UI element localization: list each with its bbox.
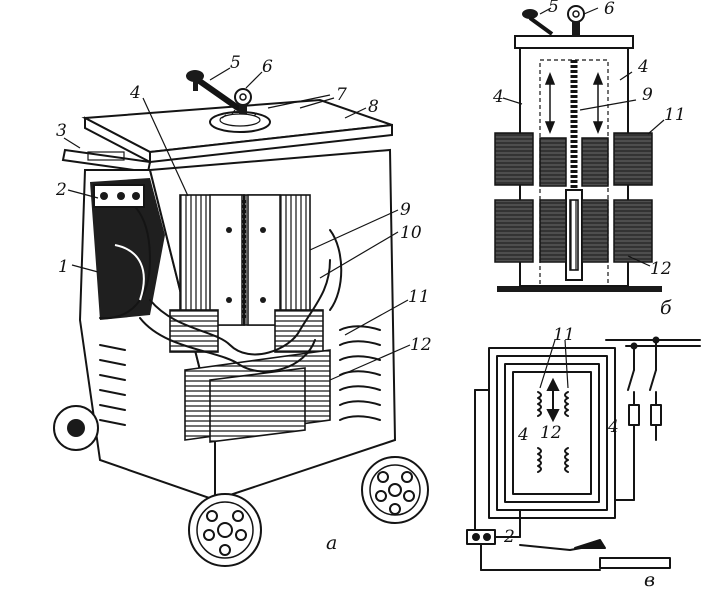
label-a-9: 9 (400, 200, 411, 220)
supply-circuit (605, 336, 701, 501)
regulator-dial (209, 111, 271, 133)
label-b-6: 6 (604, 0, 615, 19)
label-a-6: 6 (262, 57, 273, 77)
top-plate (514, 35, 634, 49)
front-louvers (99, 344, 126, 426)
upper-coil-right (613, 132, 653, 186)
label-a-2: 2 (55, 180, 67, 200)
coil-symbols (537, 391, 569, 473)
label-a-12: 12 (410, 335, 432, 355)
wheel-front-right (188, 493, 262, 567)
panel-b-section: 4 4 5 6 9 11 12 б (492, 0, 686, 319)
base-plate (497, 286, 662, 292)
label-c-12: 12 (540, 423, 562, 443)
output-circuit (466, 389, 671, 571)
lid-side-edge (149, 123, 393, 164)
label-c-2: 2 (503, 527, 515, 547)
lower-coil-right (613, 199, 653, 263)
label-b-12: 12 (650, 259, 672, 279)
label-a-5: 5 (230, 53, 241, 73)
label-c-11: 11 (553, 325, 575, 345)
regulator-assembly (186, 70, 331, 133)
label-a-8: 8 (368, 97, 379, 117)
label-a-11: 11 (408, 287, 430, 307)
label-a-4: 4 (129, 83, 141, 103)
label-b-11: 11 (664, 105, 686, 125)
right-louvers (339, 325, 381, 421)
caption-c: в (644, 569, 655, 591)
leader-lines-a (63, 67, 411, 381)
motion-arrows (544, 71, 604, 135)
label-a-1: 1 (58, 257, 69, 277)
lower-coil-left (494, 199, 534, 263)
label-b-5: 5 (548, 0, 559, 17)
caption-b: б (660, 297, 672, 319)
cables (139, 229, 343, 373)
label-b-4-left: 4 (492, 87, 504, 107)
magnetic-core (179, 194, 311, 326)
crank-knob (186, 70, 204, 82)
panel-c-schematic: 11 4 12 4 2 в (466, 325, 701, 591)
wheel-rear-right (361, 456, 429, 524)
label-b-9: 9 (642, 85, 653, 105)
lower-coils (184, 349, 331, 443)
label-a-10: 10 (400, 223, 422, 243)
label-a-3: 3 (56, 121, 67, 141)
crank-handle (195, 77, 241, 111)
center-arrow (546, 377, 560, 423)
caption-a: а (326, 532, 337, 554)
wheel-front-left (53, 405, 99, 451)
flap-window (87, 151, 125, 161)
upper-coil-left (494, 132, 534, 186)
label-a-7: 7 (336, 85, 347, 105)
panel-a-cutaway: 1 2 3 4 5 6 7 8 9 10 11 12 а (53, 53, 432, 567)
terminal-block (93, 184, 145, 208)
label-b-4-right: 4 (637, 57, 649, 77)
label-c-4-right: 4 (607, 417, 619, 437)
label-c-4-left: 4 (517, 425, 529, 445)
